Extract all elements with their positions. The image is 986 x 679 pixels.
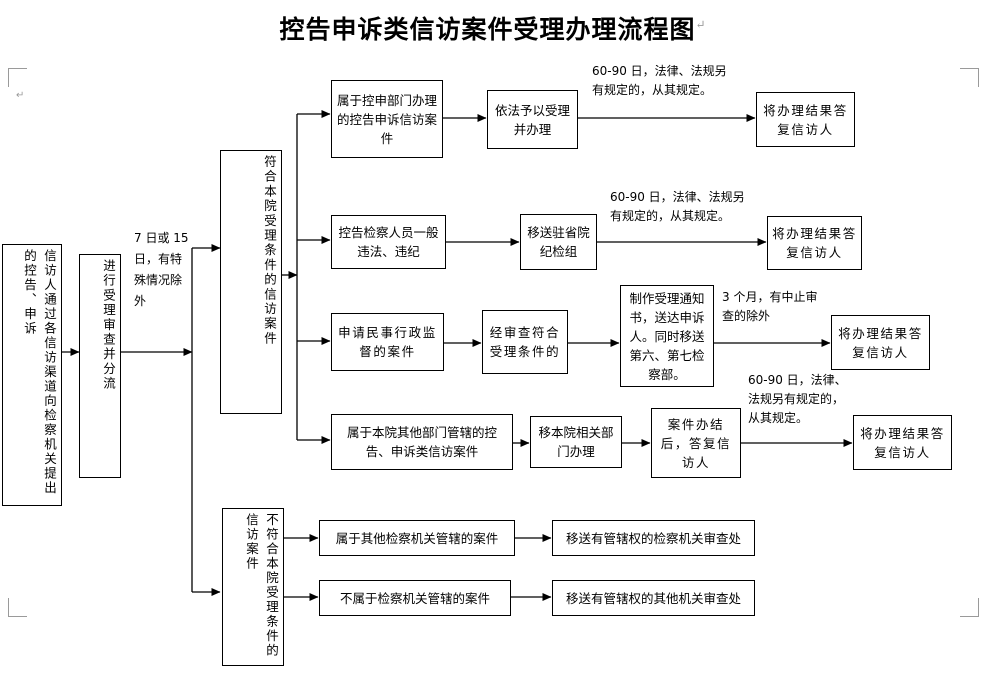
node-eligible-label: 符合本院受理条件的信访案件 [262,155,277,347]
node-branch4-case[interactable]: 属于本院其他部门管辖的控告、申诉类信访案件 [331,414,513,470]
node-branch2-result[interactable]: 将办理结果答复信访人 [767,216,862,270]
page-title-text: 控告申诉类信访案件受理办理流程图 [279,15,696,44]
node-branch3-check-label: 经审查符合受理条件的 [489,325,561,359]
node-petitioner[interactable]: 信访人通过各信访渠道向检察机关提出的控告、申诉 [2,244,62,506]
node-branch2-case[interactable]: 控告检察人员一般违法、违纪 [331,215,446,269]
node-branch4-close[interactable]: 案件办结后，答复信访人 [651,408,741,478]
node-branch1-result[interactable]: 将办理结果答复信访人 [756,92,855,147]
node-branch5-action[interactable]: 移送有管辖权的检察机关审查处 [552,520,755,556]
node-branch6-case[interactable]: 不属于检察机关管辖的案件 [319,580,511,616]
page-title: 控告申诉类信访案件受理办理流程图↵ [0,10,986,46]
node-branch1-action-label: 依法予以受理并办理 [494,102,570,137]
node-branch4-action-label: 移本院相关部门办理 [538,425,614,459]
crop-mark-top-right [960,68,979,87]
node-branch3-check[interactable]: 经审查符合受理条件的 [482,310,568,374]
node-branch1-result-label: 将办理结果答复信访人 [763,102,848,137]
node-branch2-case-label: 控告检察人员一般违法、违纪 [338,225,439,259]
node-branch5-action-label: 移送有管辖权的检察机关审查处 [565,530,741,546]
node-branch3-result[interactable]: 将办理结果答复信访人 [831,315,930,370]
node-ineligible[interactable]: 不符合本院受理条件的信访案件 [222,508,284,666]
node-branch3-case[interactable]: 申请民事行政监督的案件 [331,313,444,371]
node-review-dispatch[interactable]: 进行受理审查并分流 [79,254,121,478]
node-branch4-result-label: 将办理结果答复信访人 [860,425,945,460]
crop-mark-bottom-right [960,598,979,617]
node-branch2-action-label: 移送驻省院纪检组 [527,225,590,259]
node-branch3-case-label: 申请民事行政监督的案件 [338,325,437,359]
node-branch5-case[interactable]: 属于其他检察机关管辖的案件 [319,520,515,556]
node-petitioner-label: 信访人通过各信访渠道向检察机关提出的控告、申诉 [22,249,57,496]
node-review-dispatch-label: 进行受理审查并分流 [101,259,116,392]
node-branch6-action-label: 移送有管辖权的其他机关审查处 [565,590,741,606]
node-branch2-action[interactable]: 移送驻省院纪检组 [520,214,597,270]
node-branch6-case-label: 不属于检察机关管辖的案件 [339,590,490,606]
node-branch1-case[interactable]: 属于控申部门办理的控告申诉信访案件 [331,80,443,158]
crop-mark-top-left [8,68,27,87]
node-branch4-result[interactable]: 将办理结果答复信访人 [853,415,952,470]
note-deadline-4: 60-90 日，法律、 法规另有规定的， 从其规定。 [748,373,847,425]
pilcrow-mark-stray: ↵ [16,90,25,101]
node-branch4-close-label: 案件办结后，答复信访人 [660,416,732,470]
node-branch3-result-label: 将办理结果答复信访人 [838,325,923,360]
node-branch5-case-label: 属于其他检察机关管辖的案件 [335,530,499,546]
note-deadline-3: 3 个月，有中止审 查的除外 [722,290,818,323]
node-branch2-result-label: 将办理结果答复信访人 [772,226,857,260]
node-branch3-notice-label: 制作受理通知书，送达申诉人。同时移送第六、第七检察部。 [629,290,705,382]
note-deadline-1: 60-90 日，法律、法规另 有规定的，从其规定。 [592,64,727,97]
node-branch4-case-label: 属于本院其他部门管辖的控告、申诉类信访案件 [346,425,497,459]
crop-mark-bottom-left [8,598,27,617]
note-deadline-2: 60-90 日，法律、法规另 有规定的，从其规定。 [610,190,745,223]
node-branch3-notice[interactable]: 制作受理通知书，送达申诉人。同时移送第六、第七检察部。 [620,285,714,387]
node-branch4-action[interactable]: 移本院相关部门办理 [530,416,622,468]
node-eligible[interactable]: 符合本院受理条件的信访案件 [220,150,282,414]
pilcrow-mark: ↵ [695,17,707,32]
node-branch6-action[interactable]: 移送有管辖权的其他机关审查处 [552,580,755,616]
note-dispatch-time: 7 日或 15 日，有特殊情况除外 [134,231,189,308]
node-branch1-action[interactable]: 依法予以受理并办理 [487,90,578,149]
node-ineligible-label: 不符合本院受理条件的信访案件 [244,513,279,658]
node-branch1-case-label: 属于控申部门办理的控告申诉信访案件 [336,92,437,146]
